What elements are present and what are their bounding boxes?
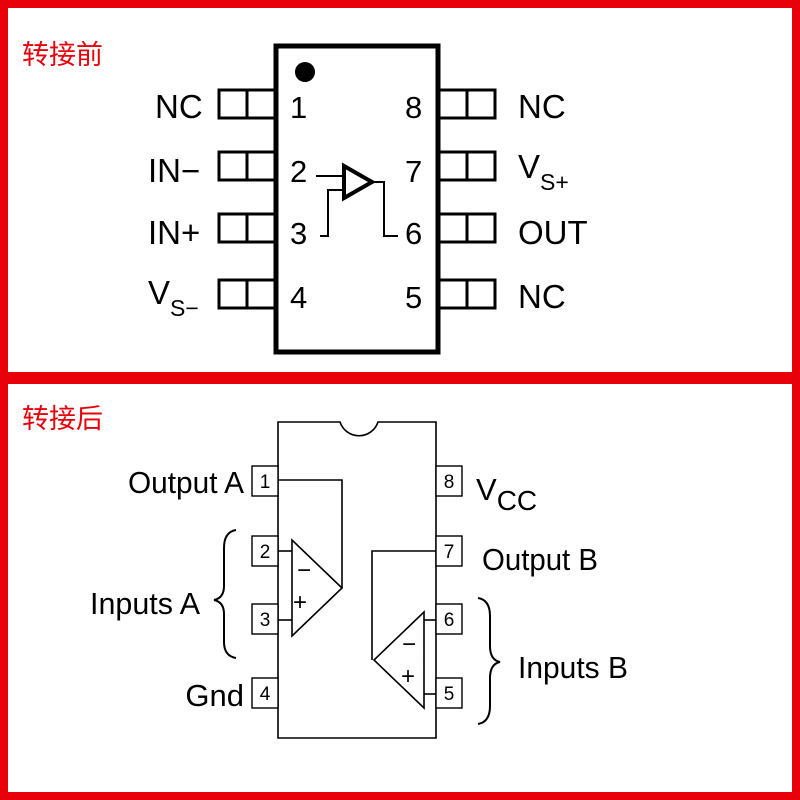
bottom-pin-label-7: Output B: [482, 542, 598, 577]
bottom-pin-number-1: 1: [260, 472, 271, 493]
inputs-a-brace: [213, 529, 237, 659]
top-pin-number-7: 7: [405, 154, 422, 189]
top-pin-label-4-sub: S−: [170, 295, 199, 321]
top-pin-label-3: IN+: [148, 214, 200, 251]
opamp-a: [278, 479, 344, 638]
panel-divider: [0, 372, 800, 384]
top-pin-label-5: NC: [518, 278, 566, 315]
top-opamp-symbol: [316, 162, 398, 237]
top-pin-label-8: NC: [518, 88, 566, 125]
top-pin-label-7-main: V: [518, 148, 540, 185]
bottom-pin-number-3: 3: [260, 610, 271, 631]
bottom-pin-label-1: Output A: [128, 465, 244, 500]
top-pin-label-2: IN−: [148, 152, 200, 189]
top-pin-number-5: 5: [405, 280, 422, 315]
pin1-marker-dot: [295, 62, 315, 82]
bottom-pin-number-5: 5: [444, 684, 455, 705]
top-pin-label-4-main: V: [148, 274, 170, 311]
bottom-pin-6-box: [435, 603, 463, 635]
opamp-a-minus-sign: −: [297, 557, 311, 584]
bottom-pin-7-box: [435, 535, 463, 567]
top-right-pins: [437, 88, 497, 310]
bottom-pin-5-box: [435, 677, 463, 709]
top-pin-number-6: 6: [405, 216, 422, 251]
top-left-pins: [217, 88, 277, 310]
top-chip-body: [273, 43, 441, 355]
bottom-caption: 转接后: [22, 404, 103, 435]
opamp-a-plus-sign: +: [293, 589, 307, 616]
bottom-pin-3-box: [251, 603, 279, 635]
bottom-pin-number-2: 2: [260, 542, 271, 563]
top-pin-number-1: 1: [290, 90, 307, 125]
top-pin-label-7-sub: S+: [540, 169, 569, 195]
opamp-b-minus-sign: −: [402, 631, 416, 658]
top-caption: 转接前: [22, 40, 103, 71]
top-pin-number-3: 3: [290, 216, 307, 251]
bottom-pin-4-box: [251, 677, 279, 709]
bottom-pin-number-7: 7: [444, 542, 455, 563]
inputs-b-label: Inputs B: [518, 650, 628, 685]
bottom-pin-number-6: 6: [444, 610, 455, 631]
top-pin-label-1: NC: [155, 88, 203, 125]
top-pin-label-6: OUT: [518, 214, 588, 251]
bottom-pin-number-4: 4: [260, 684, 271, 705]
opamp-b: [371, 550, 436, 710]
top-pin-number-2: 2: [290, 154, 307, 189]
top-pin-number-4: 4: [290, 280, 307, 315]
bottom-panel: 转接后 1 2 3 4 8 7 6 5 Output A G: [22, 404, 628, 739]
bottom-pin-label-8: VCC: [476, 472, 537, 516]
bottom-pin-label-8-main: V: [476, 472, 497, 507]
bottom-pin-8-box: [435, 465, 463, 497]
opamp-b-plus-sign: +: [401, 663, 415, 690]
bottom-pin-1-box: [251, 465, 279, 497]
top-pin-label-4: VS−: [148, 274, 199, 321]
top-pin-label-7: VS+: [518, 148, 569, 195]
inputs-a-label: Inputs A: [90, 586, 200, 621]
bottom-pin-number-8: 8: [444, 472, 455, 493]
inputs-b-brace: [477, 597, 501, 725]
top-panel: 转接前 1 2 3 4: [22, 40, 588, 355]
bottom-pin-label-8-sub: CC: [497, 485, 537, 516]
top-pin-number-8: 8: [405, 90, 422, 125]
bottom-pin-label-4: Gnd: [185, 678, 244, 713]
